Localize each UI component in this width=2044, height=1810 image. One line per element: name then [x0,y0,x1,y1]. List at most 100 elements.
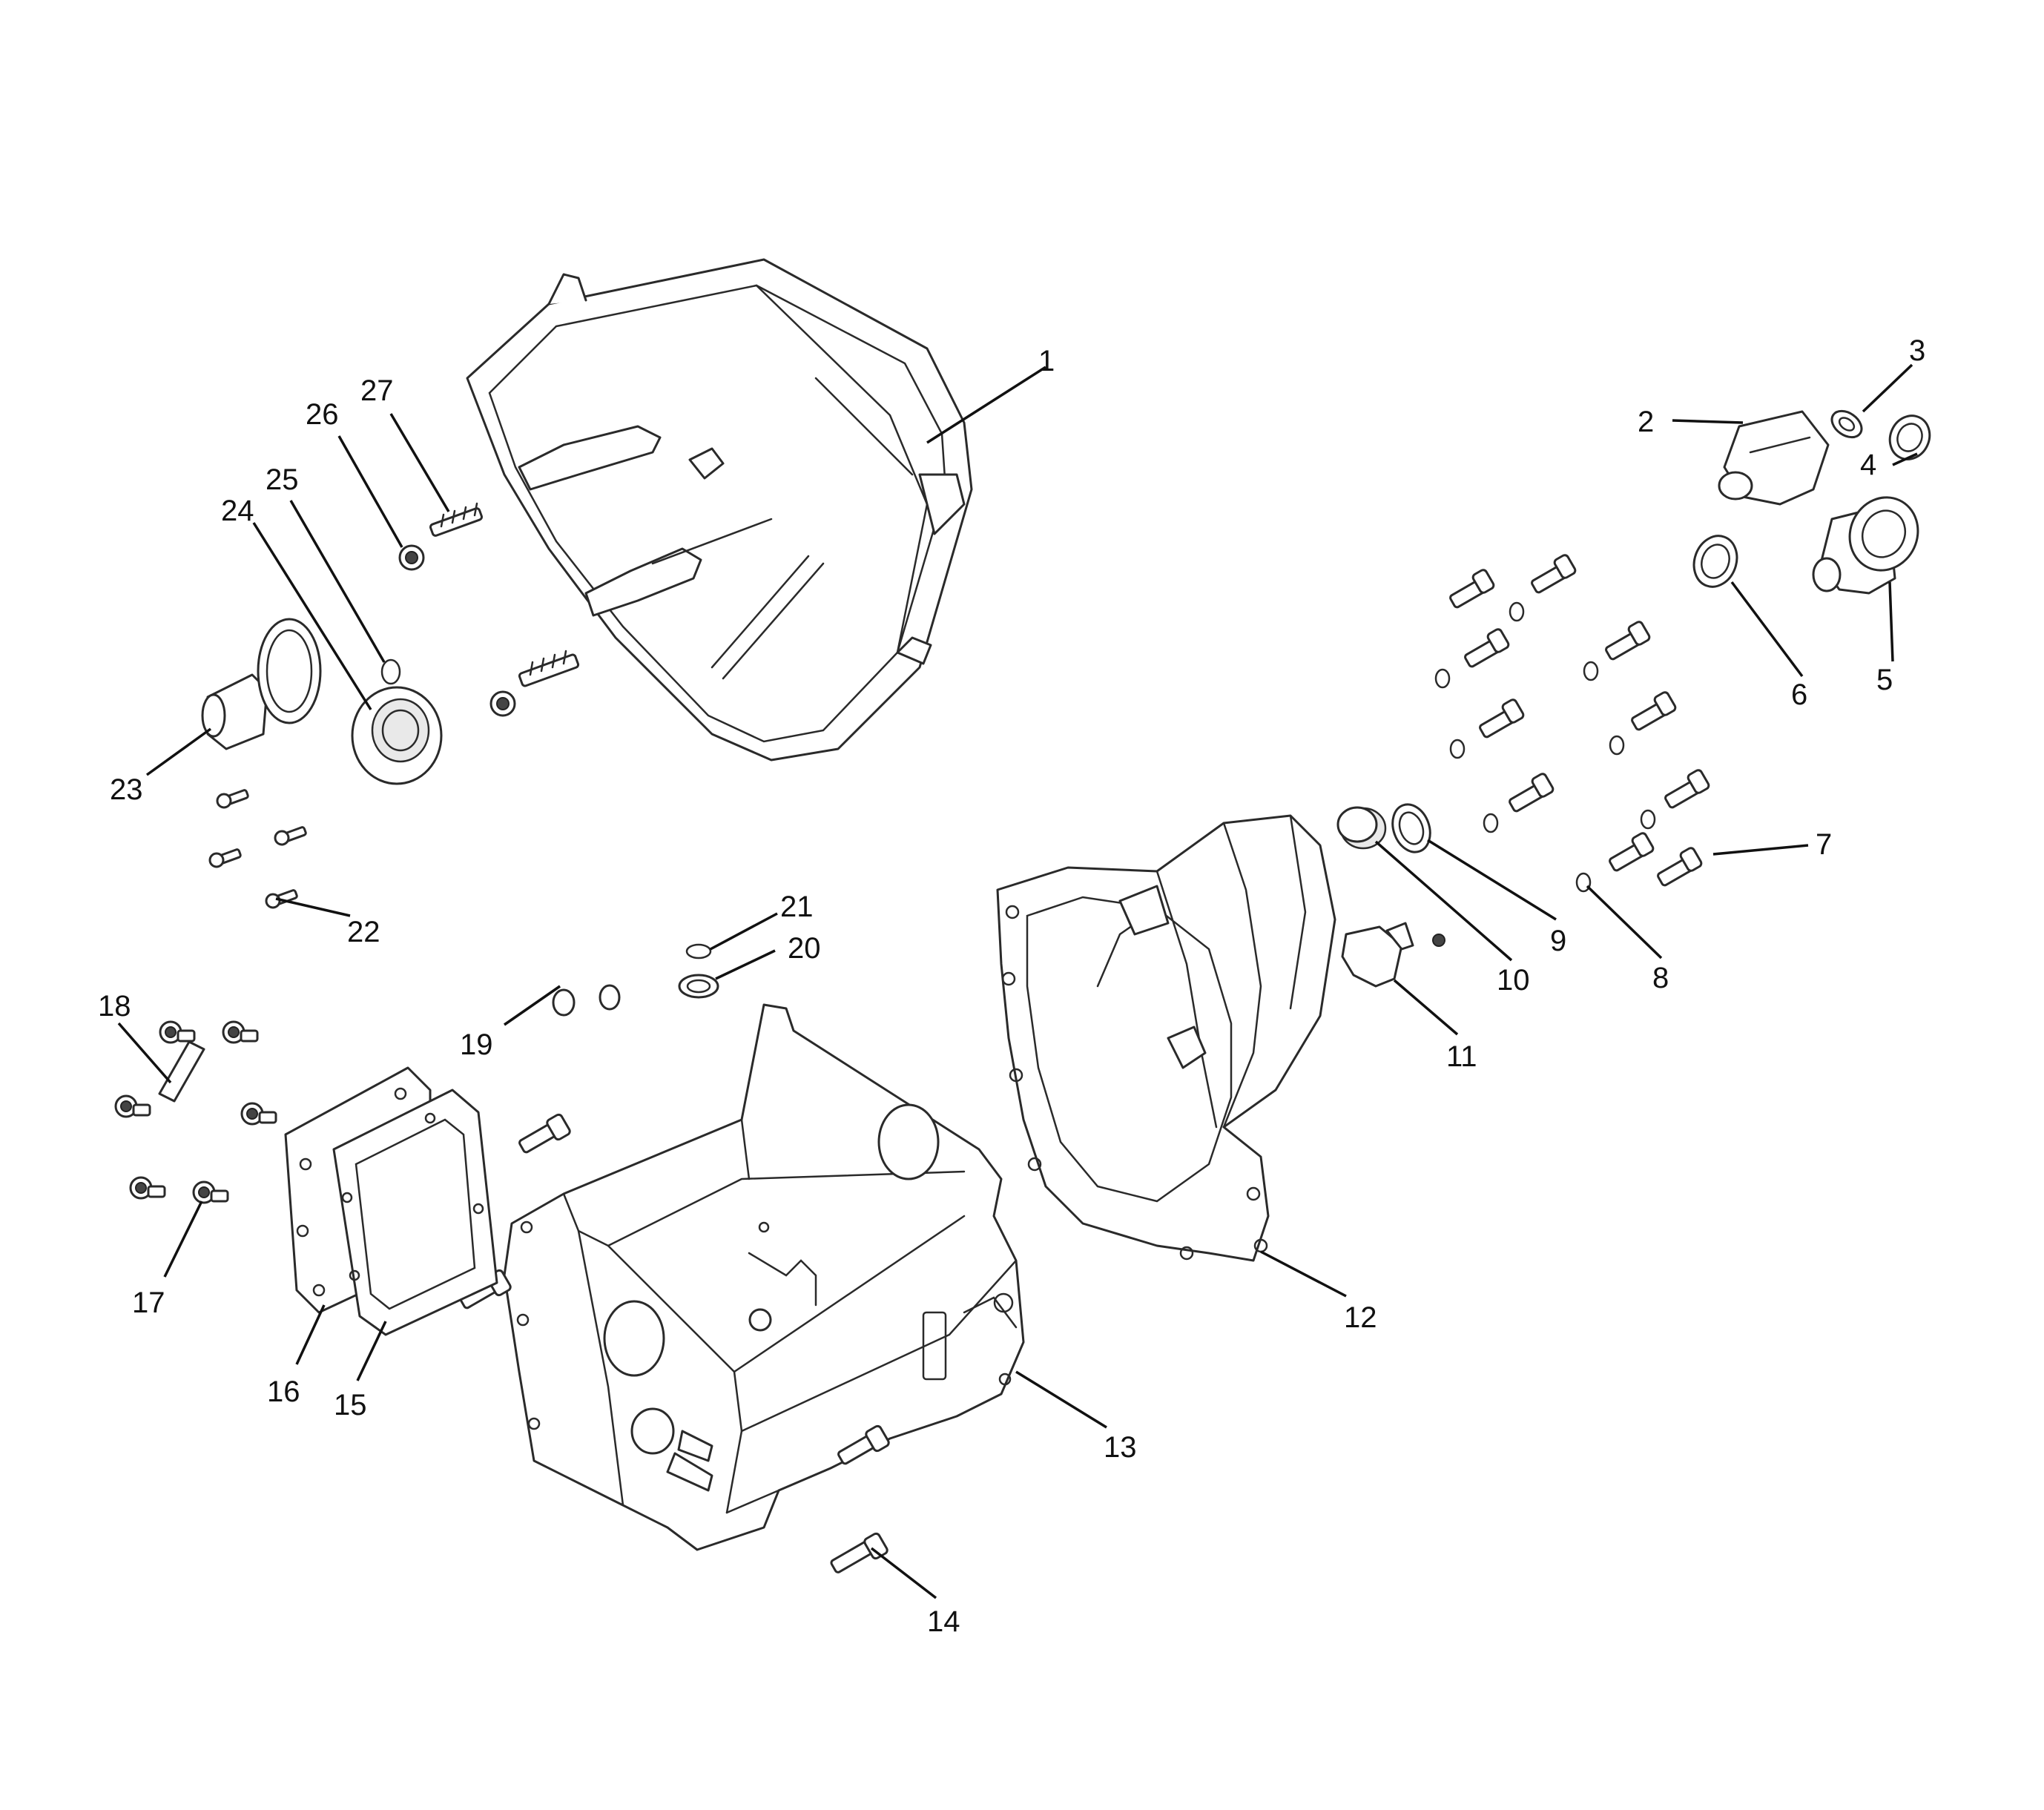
leader-10 [1374,840,1513,962]
part-19-plug [552,984,621,1017]
part-15-gasket [332,1089,498,1336]
part-7-bolt [1449,569,1495,609]
leader-5 [1888,581,1894,662]
callout-20: 20 [788,932,821,965]
leader-17 [163,1200,203,1278]
part-1-bell-housing [466,258,973,762]
part-14-bolt [518,1113,571,1154]
callout-10: 10 [1497,964,1530,997]
leader-4 [1892,452,1918,466]
leader-23 [145,727,212,776]
part-7-bolt [1509,773,1555,813]
callout-3: 3 [1909,334,1925,367]
callout-1: 1 [1038,345,1055,377]
part-8-washer [1609,735,1625,756]
part-13-transmission-case [503,1003,1025,1551]
part-7-bolt [1605,621,1651,661]
part-7-bolt [1609,832,1655,872]
callout-8: 8 [1652,962,1669,994]
part-8-washer [1449,739,1466,759]
part-12-rear-housing [996,814,1336,1262]
part-14-bolt [830,1532,889,1573]
callout-22: 22 [347,916,380,948]
part-8-washer [1483,813,1499,833]
part-7-bolt [1657,847,1703,887]
callout-6: 6 [1791,678,1807,711]
part-5-flange [1812,496,1919,595]
part-8-washer [1509,601,1525,622]
leader-24 [252,522,372,710]
leader-2 [1672,419,1744,424]
callout-21: 21 [780,891,814,923]
leader-15 [356,1321,387,1381]
part-27-stud [429,502,483,537]
leader-8 [1586,885,1663,960]
leader-1 [926,366,1046,444]
part-26-nut [489,690,516,717]
callout-7: 7 [1816,828,1832,861]
leader-9 [1427,839,1557,921]
leader-13 [1015,1370,1107,1429]
callout-2: 2 [1638,406,1654,438]
callout-25: 25 [266,463,299,496]
part-6-o-ring [1692,535,1738,588]
callout-12: 12 [1344,1301,1377,1334]
part-9-o-ring [1391,803,1431,853]
part-17-hex-bolt-group [114,1020,277,1204]
part-8-washer [1583,661,1599,681]
part-17-hex-bolt [240,1102,277,1126]
callout-9: 9 [1550,925,1566,957]
callout-11: 11 [1446,1040,1477,1073]
part-22-screw-group [208,789,307,909]
leader-3 [1862,363,1913,413]
leader-26 [337,435,403,548]
part-2-bracket [1718,410,1830,506]
callout-26: 26 [306,398,339,431]
part-24-seal [351,686,443,785]
bolt-and-washer-array [1434,554,1710,893]
part-7-bolt [1631,691,1677,731]
leader-11 [1393,979,1459,1036]
callout-23: 23 [110,773,143,806]
leader-19 [504,985,561,1026]
leader-21 [710,912,778,951]
part-25-o-ring [380,658,401,685]
leader-27 [389,413,450,512]
callout-14: 14 [927,1605,960,1638]
leader-6 [1730,581,1804,678]
part-17-hex-bolt [129,1176,166,1200]
part-17-hex-bolt [114,1094,151,1118]
part-23-retainer [201,618,322,750]
part-22-screw [265,889,298,909]
part-7-bolt [1531,554,1577,594]
callout-15: 15 [334,1389,367,1421]
part-26-nut [398,544,425,571]
part-8-washer [1434,668,1451,689]
callout-19: 19 [460,1028,493,1061]
part-14-bolt [837,1424,890,1465]
callout-24: 24 [221,495,254,527]
callout-4: 4 [1860,449,1876,481]
leader-16 [295,1304,326,1365]
part-10-bushing [1336,806,1387,850]
callout-27: 27 [360,374,394,407]
callout-18: 18 [98,990,131,1023]
part-18-pin [158,1040,205,1103]
callout-13: 13 [1104,1431,1137,1464]
leader-18 [117,1022,172,1084]
part-20-washer [678,974,719,999]
part-22-screw [216,789,249,809]
part-17-hex-bolt [192,1180,229,1204]
leader-25 [289,500,386,663]
part-22-screw [208,848,242,868]
part-7-bolt [1479,698,1525,739]
part-4-seal [1888,414,1931,460]
callout-17: 17 [132,1287,165,1319]
part-21-o-ring [685,943,712,960]
leader-14 [870,1547,937,1599]
part-8-washer [1640,809,1656,830]
leader-7 [1712,844,1809,856]
part-7-bolt [1464,628,1510,668]
part-17-hex-bolt [222,1020,259,1044]
